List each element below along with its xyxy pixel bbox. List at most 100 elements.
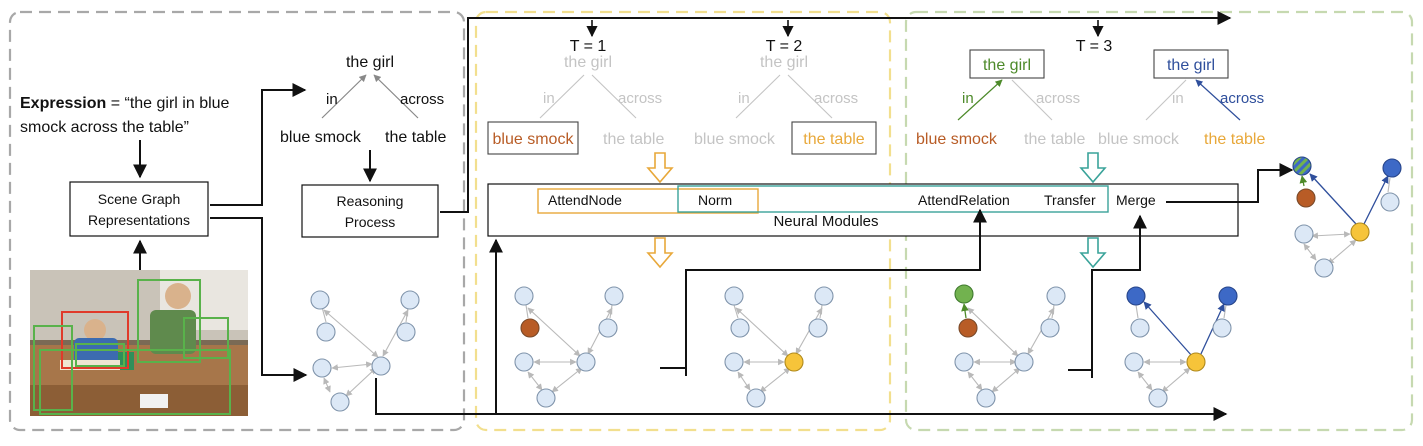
graph-node xyxy=(576,352,596,372)
graph-node xyxy=(400,290,420,310)
graph-node xyxy=(1212,318,1232,338)
parse-tree-step-1: the girl in across blue smock the table xyxy=(487,54,664,155)
scene-graph-initial xyxy=(310,290,420,412)
graph-node-yellow xyxy=(1350,222,1370,242)
graph-node xyxy=(1130,318,1150,338)
module-transfer: Transfer xyxy=(1044,192,1096,208)
hollow-arrow-down-teal-out xyxy=(1079,237,1107,269)
highlight-box-girl-green xyxy=(969,49,1045,79)
scene-graph-step-3-b xyxy=(1124,286,1238,408)
reasoning-line-2: Process xyxy=(345,214,396,230)
graph-node xyxy=(1124,352,1144,372)
graph-node xyxy=(1294,224,1314,244)
graph-node-merged xyxy=(1292,156,1312,176)
arrow-feedback-attend-relation xyxy=(660,208,987,369)
graph-node xyxy=(604,286,624,306)
graph-node xyxy=(514,352,534,372)
parse-edge-left-ghost: in xyxy=(543,90,555,107)
attend-node-group-box xyxy=(537,188,759,214)
norm-transfer-group-box xyxy=(677,185,1109,213)
module-norm: Norm xyxy=(698,192,732,208)
step-3: T = 3 xyxy=(1076,20,1113,55)
graph-node xyxy=(808,318,828,338)
parse-leaf-left: blue smock xyxy=(280,129,362,146)
highlight-box-blue-smock xyxy=(487,121,579,155)
parse-leaf-right-active: the table xyxy=(803,131,864,148)
graph-node-blue xyxy=(1218,286,1238,306)
hollow-arrow-down-teal xyxy=(1079,152,1107,184)
parse-leaf-left-ghost: blue smock xyxy=(1098,131,1180,148)
graph-node-green xyxy=(954,284,974,304)
parse-edge-left-green: in xyxy=(962,90,974,107)
parse-leaf-right: the table xyxy=(385,129,446,146)
scene-graph-box xyxy=(69,181,209,237)
expression-bold: Expression xyxy=(20,95,106,112)
graph-node xyxy=(396,322,416,342)
step-3-label: T = 3 xyxy=(1076,38,1113,55)
arrow-scenegraph-to-graph xyxy=(210,217,308,382)
scene-graph-step-2 xyxy=(724,286,834,408)
graph-node-brown xyxy=(520,318,540,338)
graph-node-blue xyxy=(1382,158,1402,178)
graph-node-brown xyxy=(1296,188,1316,208)
parse-edge-right: across xyxy=(400,91,444,108)
highlight-box-the-table xyxy=(791,121,877,155)
parse-tree-step-2: the girl in across blue smock the table xyxy=(694,54,877,155)
hollow-arrow-down-orange-out xyxy=(646,237,674,269)
parse-tree-step-3-a: the girl in across blue smock the table xyxy=(916,49,1085,148)
graph-node xyxy=(724,352,744,372)
parse-leaf-left-active: blue smock xyxy=(493,131,575,148)
graph-node xyxy=(730,318,750,338)
graph-node xyxy=(724,286,744,306)
graph-node xyxy=(536,388,556,408)
parse-root: the girl xyxy=(346,54,394,71)
graph-node-yellow xyxy=(784,352,804,372)
graph-node xyxy=(312,358,332,378)
graph-node xyxy=(1314,258,1334,278)
scene-graph-step-1 xyxy=(514,286,624,408)
graph-node xyxy=(371,356,391,376)
graph-node xyxy=(976,388,996,408)
expression-line-2: smock across the table” xyxy=(20,119,189,136)
arrow-scenegraph-to-parse xyxy=(210,83,307,206)
panel-input xyxy=(8,10,466,432)
parse-edge-left-ghost: in xyxy=(738,90,750,107)
graph-node xyxy=(1046,286,1066,306)
step-1: T = 1 xyxy=(570,20,607,55)
parse-edge-right-blue: across xyxy=(1220,90,1264,107)
reasoning-line-1: Reasoning xyxy=(337,193,404,209)
arrow-feedback-merge xyxy=(1068,214,1147,371)
graph-node xyxy=(1380,192,1400,212)
graph-node-blue xyxy=(1126,286,1146,306)
graph-node xyxy=(814,286,834,306)
parse-root-ghost: the girl xyxy=(760,54,808,71)
scene-graph-line-2: Representations xyxy=(88,212,190,228)
parse-edge-left: in xyxy=(326,91,338,108)
expression-text-1: = “the girl in blue xyxy=(106,95,229,112)
parse-tree-step-3-b: the girl in across blue smock the table xyxy=(1098,49,1265,148)
expression-line-1: Expression = “the girl in blue xyxy=(20,95,230,112)
arrow-reasoning-to-steps xyxy=(440,11,1232,213)
parse-leaf-right-yellow: the table xyxy=(1204,131,1265,148)
graph-node xyxy=(746,388,766,408)
arrow-graph-bottom xyxy=(375,378,1228,421)
parse-root-blue: the girl xyxy=(1167,57,1215,74)
scene-graph-step-3-a xyxy=(954,284,1066,408)
parse-leaf-left-brown: blue smock xyxy=(916,131,998,148)
step-1-label: T = 1 xyxy=(570,38,607,55)
graph-node-brown xyxy=(958,318,978,338)
parse-leaf-right-ghost: the table xyxy=(603,131,664,148)
input-photo xyxy=(30,270,248,416)
parse-leaf-right-ghost: the table xyxy=(1024,131,1085,148)
parse-edge-left-ghost: in xyxy=(1172,90,1184,107)
graph-node xyxy=(1014,352,1034,372)
parse-tree: the girl in across blue smock the table xyxy=(280,54,446,146)
neural-modules-box xyxy=(487,183,1239,237)
graph-node xyxy=(954,352,974,372)
parse-root-green: the girl xyxy=(983,57,1031,74)
module-merge: Merge xyxy=(1116,192,1156,208)
neural-modules-title: Neural Modules xyxy=(773,213,878,230)
hollow-arrow-down-orange xyxy=(646,152,674,184)
scene-graph-output xyxy=(1292,156,1402,278)
step-2: T = 2 xyxy=(766,20,802,55)
